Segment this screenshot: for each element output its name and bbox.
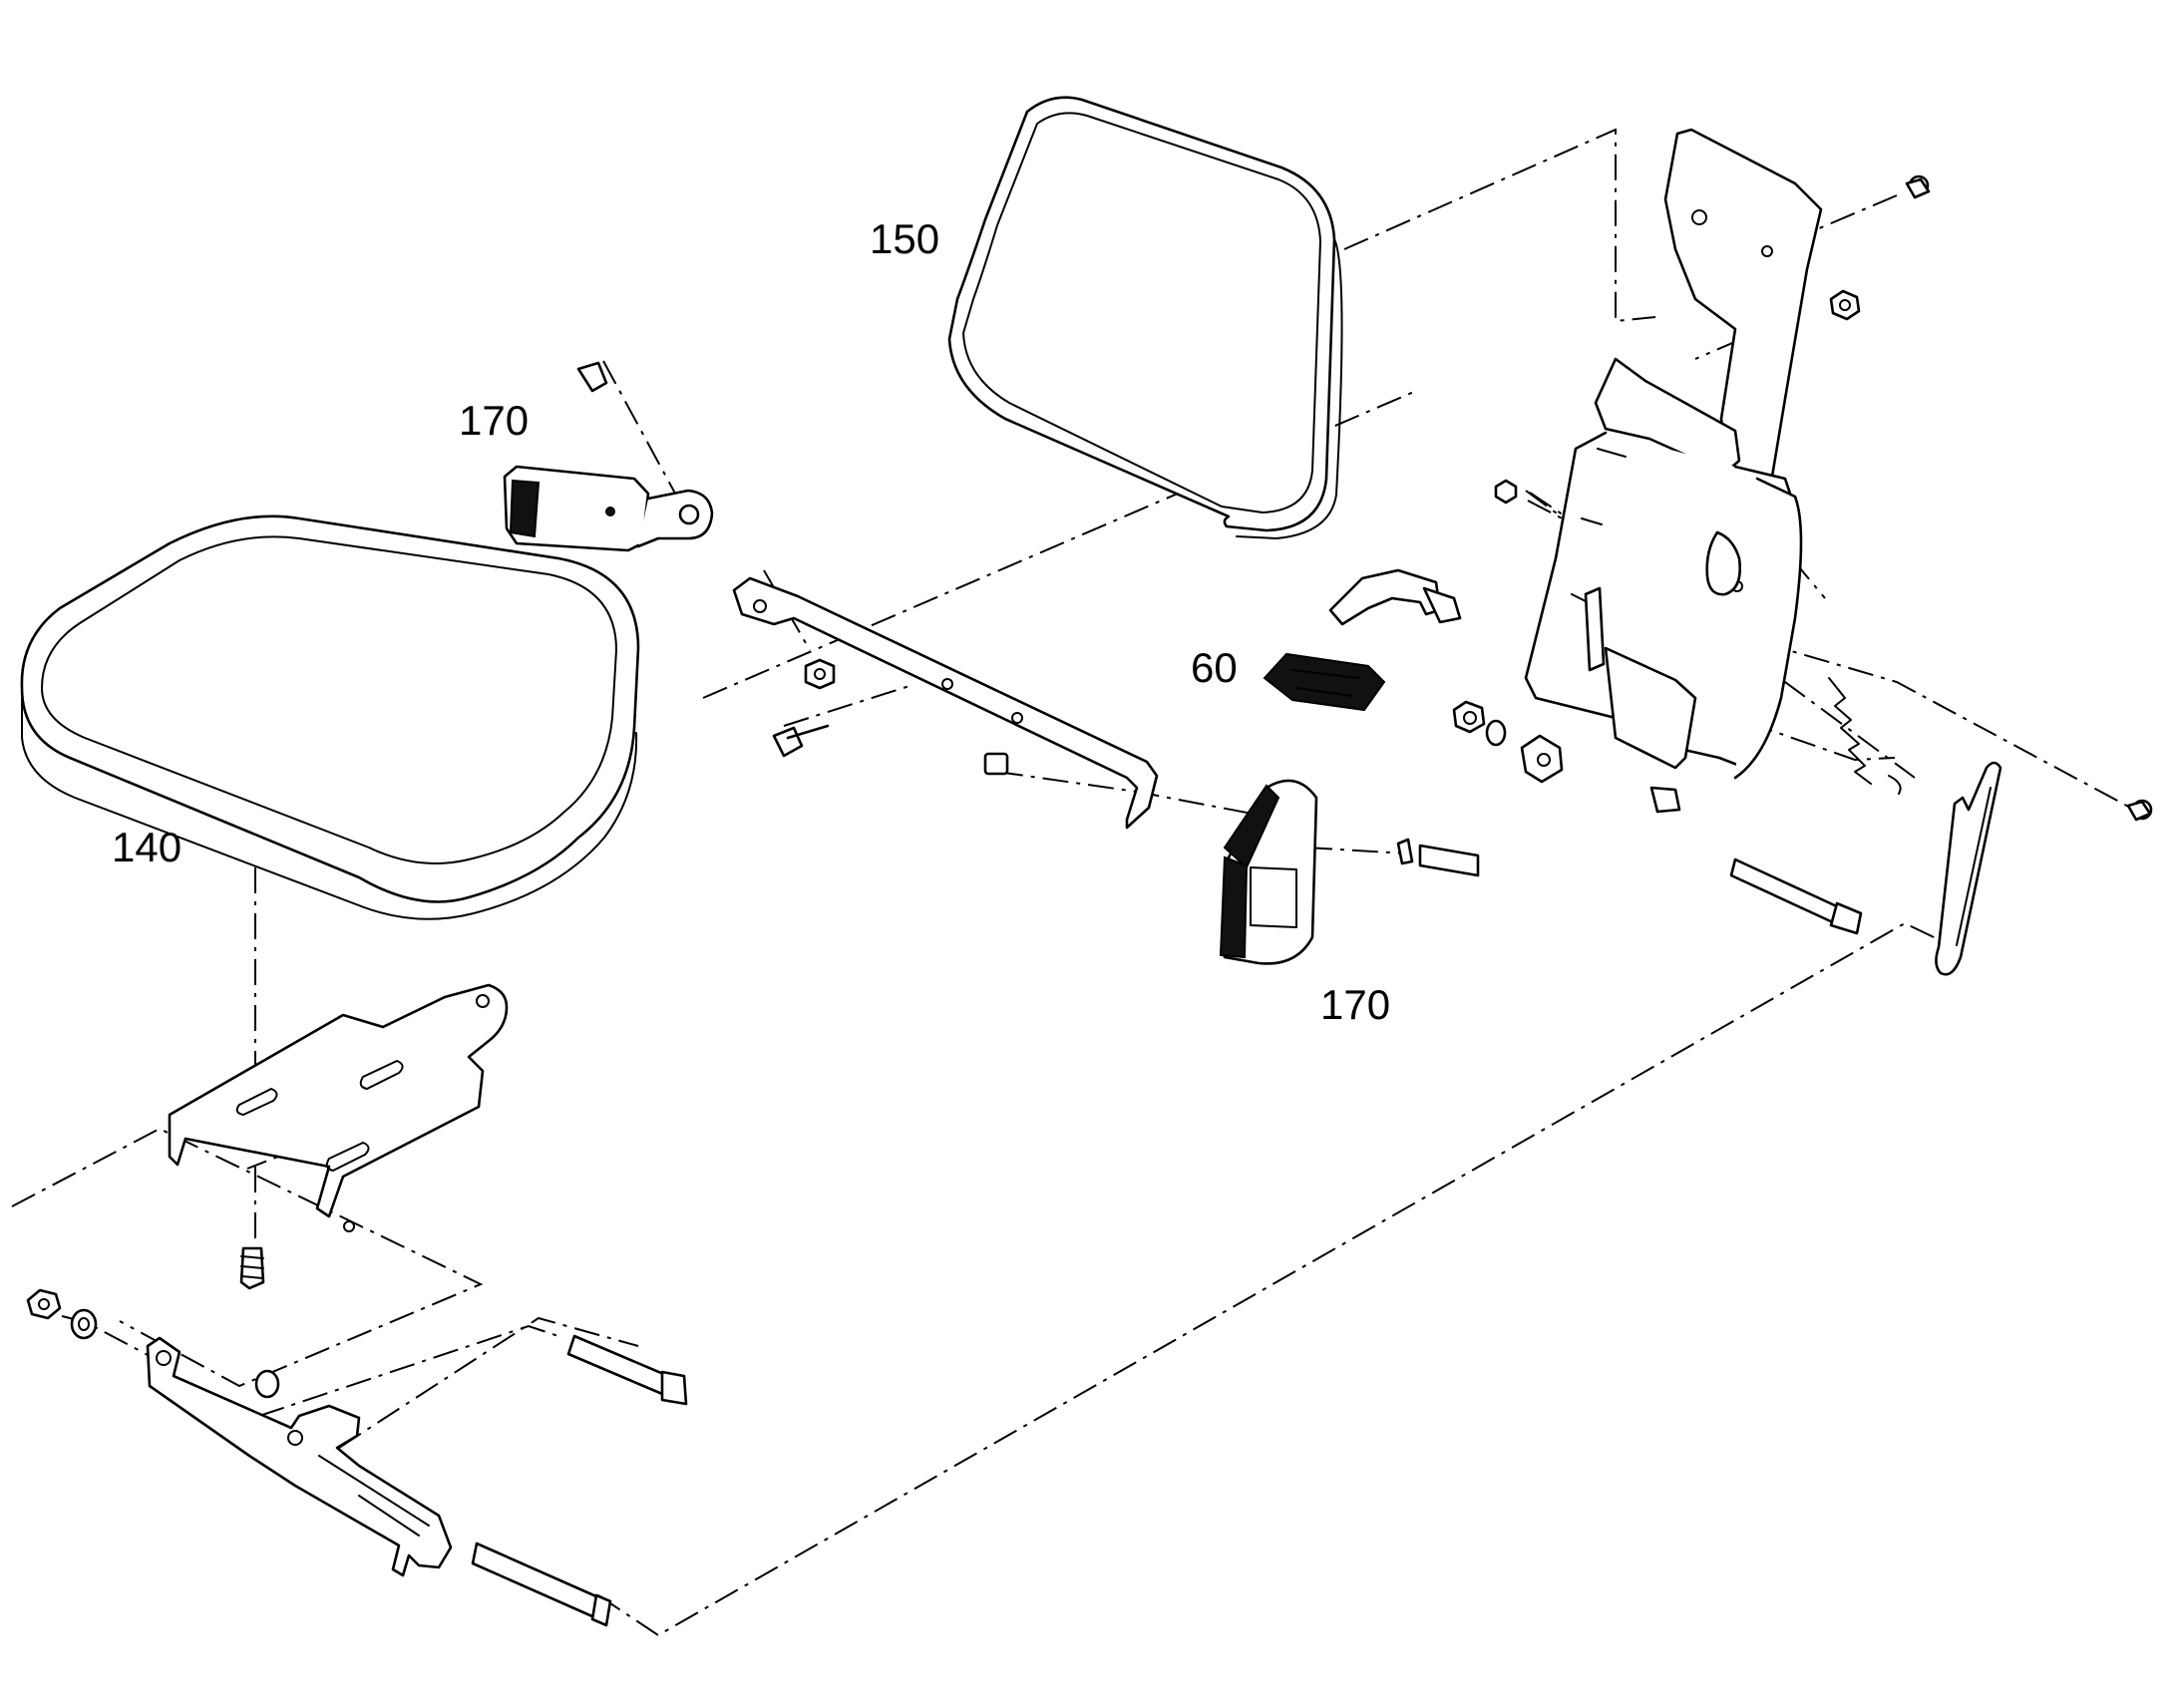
backrest-cushion [947,96,1343,539]
backrest-mounting-plate [1524,128,1823,780]
assembly-leader-lines [11,128,2135,1637]
callout-60: 60 [1191,644,1238,691]
seat-mounting-bracket [168,983,509,1232]
latch-cover [1263,652,1386,712]
seat-cushion [20,514,640,920]
seat-side-bracket [732,576,1159,830]
seat-belt-buckle-upper [503,361,714,552]
callout-170-upper: 170 [459,397,529,444]
bracket-fasteners [772,658,1009,776]
callout-170-lower: 170 [1320,981,1390,1028]
callout-140: 140 [112,824,182,870]
seat-bracket-fasteners [26,1246,688,1406]
seat-hinge-bracket [146,1336,612,1627]
backrest-hinge-hardware [1328,174,2153,976]
callout-150: 150 [870,215,939,262]
seat-belt-buckle-lower [1219,779,1480,965]
